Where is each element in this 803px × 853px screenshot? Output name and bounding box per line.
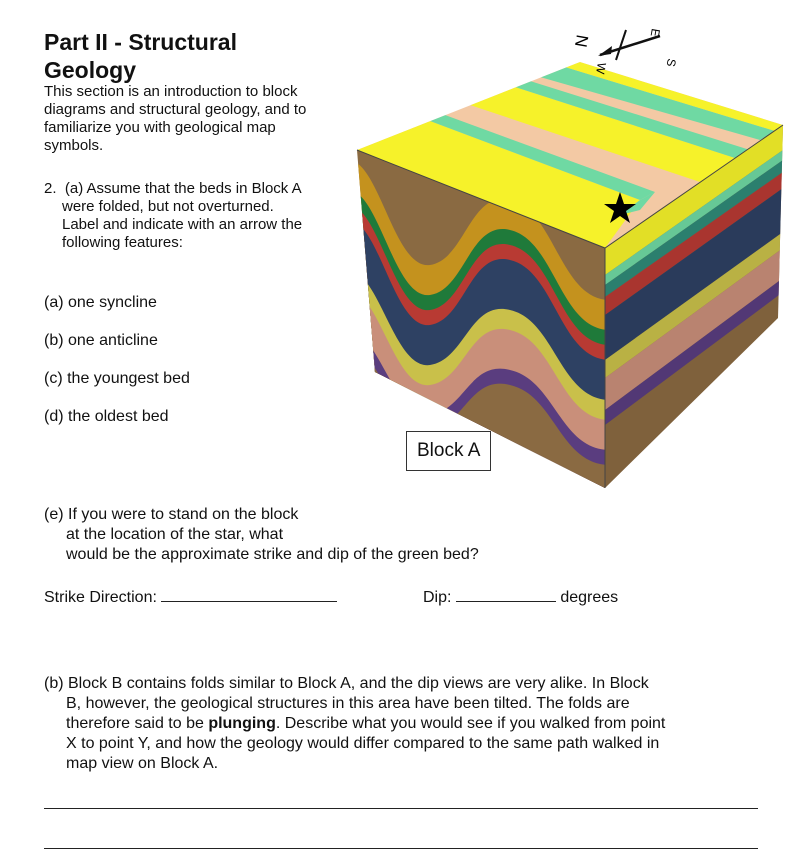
strike-input[interactable] [161,587,338,602]
feature-item: (d) the oldest bed [44,408,169,425]
question-line: (a) Assume that the beds in Block A [64,180,302,197]
question-line: Label and indicate with an arrow the [62,216,303,233]
compass-line [615,29,627,61]
block-diagram: N E S W [356,27,784,488]
emphasis-text: plunging [208,715,276,732]
question-text: . Describe what you would see if you wal… [275,715,666,732]
degrees-label: degrees [560,589,619,606]
compass-e: E [648,27,663,37]
question-line: X to point Y, and how the geology would … [66,735,660,752]
feature-item: (c) the youngest bed [44,370,190,387]
feature-item: (a) one syncline [44,294,157,311]
question-line: would be the approximate strike and dip … [66,546,479,563]
question-line: following features: [62,234,183,251]
question-line: map view on Block A. [66,755,219,772]
question-number: 2. [44,180,57,197]
intro-line: diagrams and structural geology, and to [44,101,307,118]
intro-line: This section is an introduction to block [44,83,298,100]
question-line: at the location of the star, what [66,526,284,543]
question-line: therefore said to be plunging. Describe … [44,714,784,734]
question-b: (b) Block B contains folds similar to Bl… [44,674,784,774]
dip-input[interactable] [455,587,556,602]
compass-w: W [593,61,609,75]
compass-n: N [571,33,592,48]
question-text: therefore said to be [66,715,209,732]
block-label: Block A [406,431,492,471]
question-line: (e) If you were to stand on the block [44,506,299,523]
page-title: Part II - Structural Geology [44,28,237,84]
title-line-1: Part II - Structural [44,29,237,55]
strike-label: Strike Direction: [44,589,157,606]
answer-line[interactable] [44,808,758,809]
answer-line[interactable] [44,848,758,849]
strike-answer-row: Strike Direction: [44,587,338,608]
feature-item: (b) one anticline [44,332,158,349]
intro-line: symbols. [44,137,104,154]
intro-line: familiarize you with geological map [44,119,276,136]
question-line: B, however, the geological structures in… [66,695,630,712]
title-line-2: Geology [44,57,137,83]
dip-label: Dip: [423,589,452,606]
question-e: (e) If you were to stand on the block at… [44,505,604,565]
question-line: were folded, but not overturned. [62,198,274,215]
compass-s: S [664,57,679,67]
star-icon [604,192,636,223]
question-line: (b) Block B contains folds similar to Bl… [44,675,649,692]
question-2a: 2. (a) Assume that the beds in Block A w… [44,180,344,252]
dip-answer-row: Dip: degrees [423,587,618,608]
intro-paragraph: This section is an introduction to block… [44,83,344,155]
compass-rose: N E S W [571,27,679,75]
arrow-head-icon [598,46,612,56]
